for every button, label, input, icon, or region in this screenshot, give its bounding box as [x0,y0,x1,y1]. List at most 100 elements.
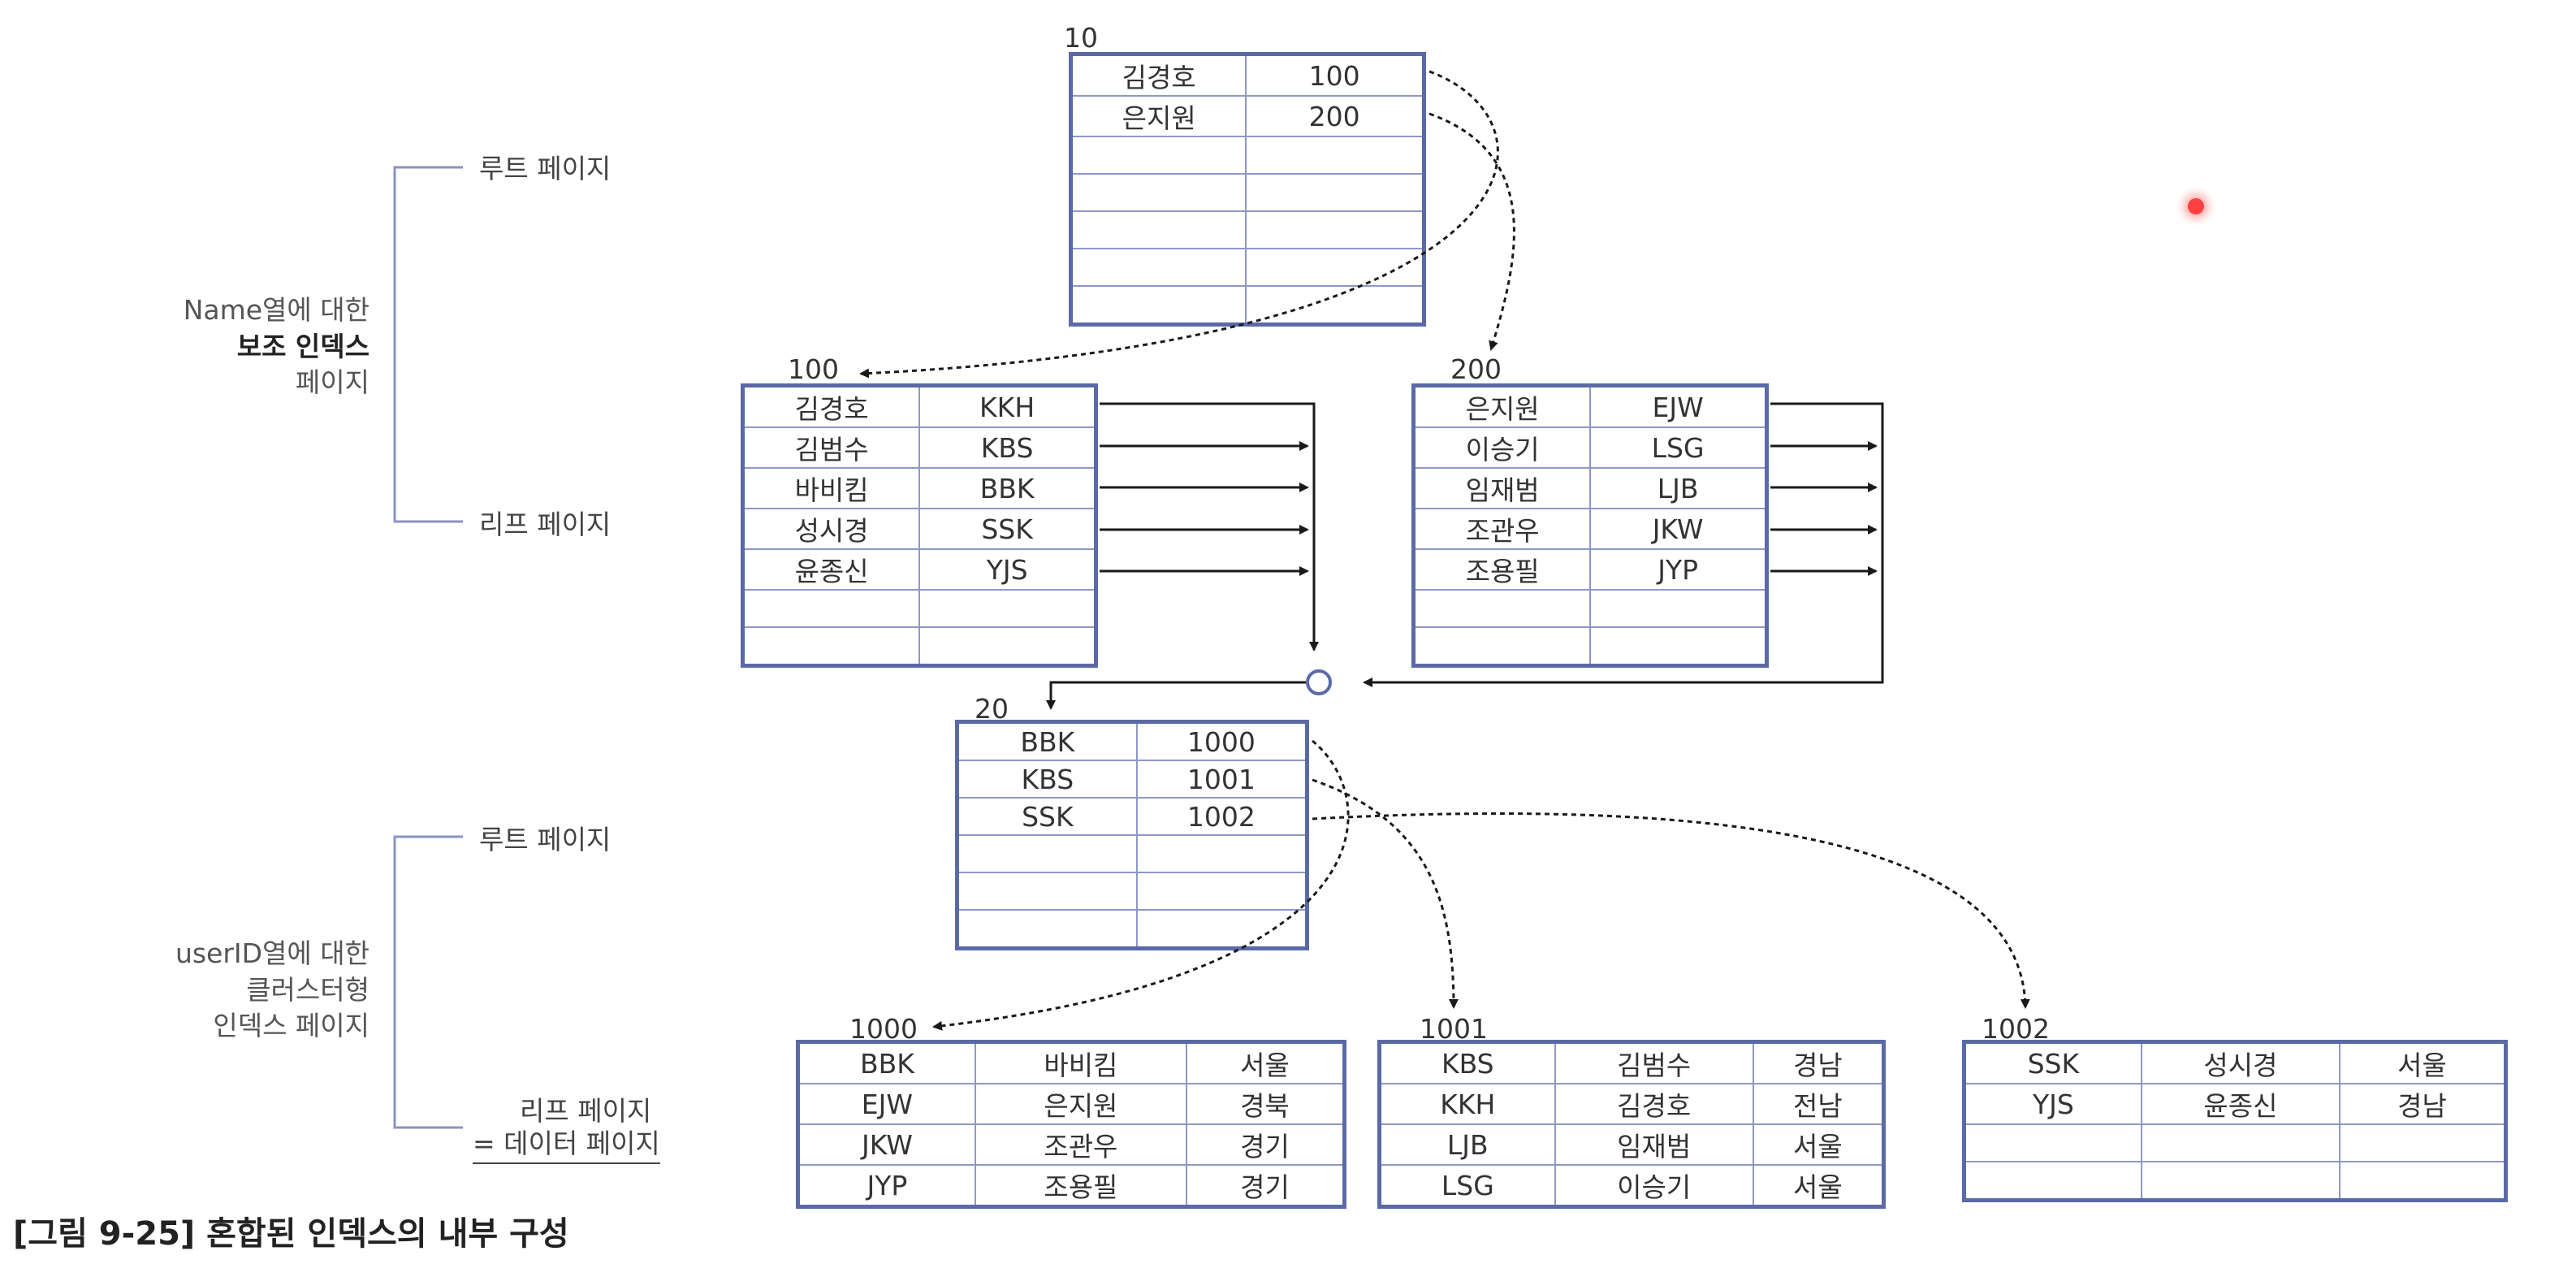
table-row [1412,589,1768,628]
cell [1245,173,1425,212]
cell [1963,1123,2142,1162]
cell: YJS [1963,1083,2142,1125]
dashed-pointer-20-to-1002 [1312,812,2030,1009]
label-data-page: = 데이터 페이지 [473,1126,660,1164]
cell: SSK [918,508,1097,550]
cell: 조용필 [1412,548,1592,591]
cell: 조관우 [974,1123,1187,1166]
merge-node [1306,669,1332,695]
table-row [1070,136,1425,175]
cell [1070,285,1247,326]
cell: KBS [918,426,1097,469]
cell: 경기 [1185,1123,1346,1166]
cell [1963,1161,2142,1201]
cell: KKH [918,384,1097,428]
cell: YJS [918,548,1097,591]
table-row [1070,173,1425,212]
cell: 김경호 [1070,53,1247,97]
cell: 김범수 [1554,1041,1754,1084]
cell: BBK [956,721,1138,761]
cell [2140,1123,2341,1162]
cell: 조용필 [974,1164,1187,1208]
cell [1070,210,1247,249]
cell [1245,136,1425,175]
cell [2140,1161,2341,1201]
table-row [956,872,1308,911]
cell [918,626,1097,667]
dashed-pointer-10-to-200 [1428,112,1515,351]
cell: LJB [1378,1123,1556,1166]
page-number-100: 100 [788,353,839,385]
cell: KKH [1378,1083,1556,1125]
cell [1412,589,1592,628]
label-name-secondary-index: Name열에 대한 보조 인덱스 페이지 [49,292,370,401]
cell: 임재범 [1412,467,1592,509]
cell [1070,173,1247,212]
page-number-1000: 1000 [849,1013,918,1045]
cell: 이승기 [1554,1164,1754,1208]
cell: 경기 [1185,1164,1346,1208]
cell: 김경호 [741,384,921,428]
cell: KBS [956,760,1138,799]
page-number-10: 10 [1064,22,1098,54]
cell: JYP [1589,548,1768,591]
dashed-pointer-20-to-1000 [932,739,1350,1031]
cell: 바비킴 [974,1041,1187,1084]
label-root-page-2: 루트 페이지 [479,824,612,855]
page-200-row-arrows [1363,402,1884,687]
cell [1589,626,1768,667]
cell: 200 [1245,95,1425,137]
cell [956,834,1138,873]
cell [741,626,921,667]
cell: 이승기 [1412,426,1592,469]
cell: 서울 [2339,1041,2507,1084]
dashed-pointer-10-to-100 [859,70,1499,379]
pointer-indicator [2188,198,2204,214]
cell: 은지원 [974,1083,1187,1125]
table-row [1070,210,1425,249]
cell: 경남 [2339,1083,2507,1125]
cell: 은지원 [1412,384,1592,428]
cell: EJW [797,1083,976,1125]
cell: LSG [1589,426,1768,469]
cell [2339,1123,2507,1162]
label-name-line3: 페이지 [295,366,370,399]
cell: LSG [1378,1164,1556,1208]
cell [1135,872,1308,911]
cell: BBK [797,1041,976,1084]
cell: JYP [797,1164,976,1208]
cell [741,589,921,628]
cell [918,589,1097,628]
table-row [1963,1123,2507,1162]
cell: 경남 [1752,1041,1885,1084]
cell: 김경호 [1554,1083,1754,1125]
page-100-row-arrows [1100,402,1319,651]
cell: 서울 [1752,1164,1885,1208]
cell [1070,136,1247,175]
cell [1245,285,1425,326]
left-bracket-userid-index [393,835,463,1129]
table-row [741,626,1097,667]
cell [1245,210,1425,249]
label-userid-clustered-index: userID열에 대한 클러스터형 인덱스 페이지 [49,936,370,1045]
cell: 임재범 [1554,1123,1754,1166]
